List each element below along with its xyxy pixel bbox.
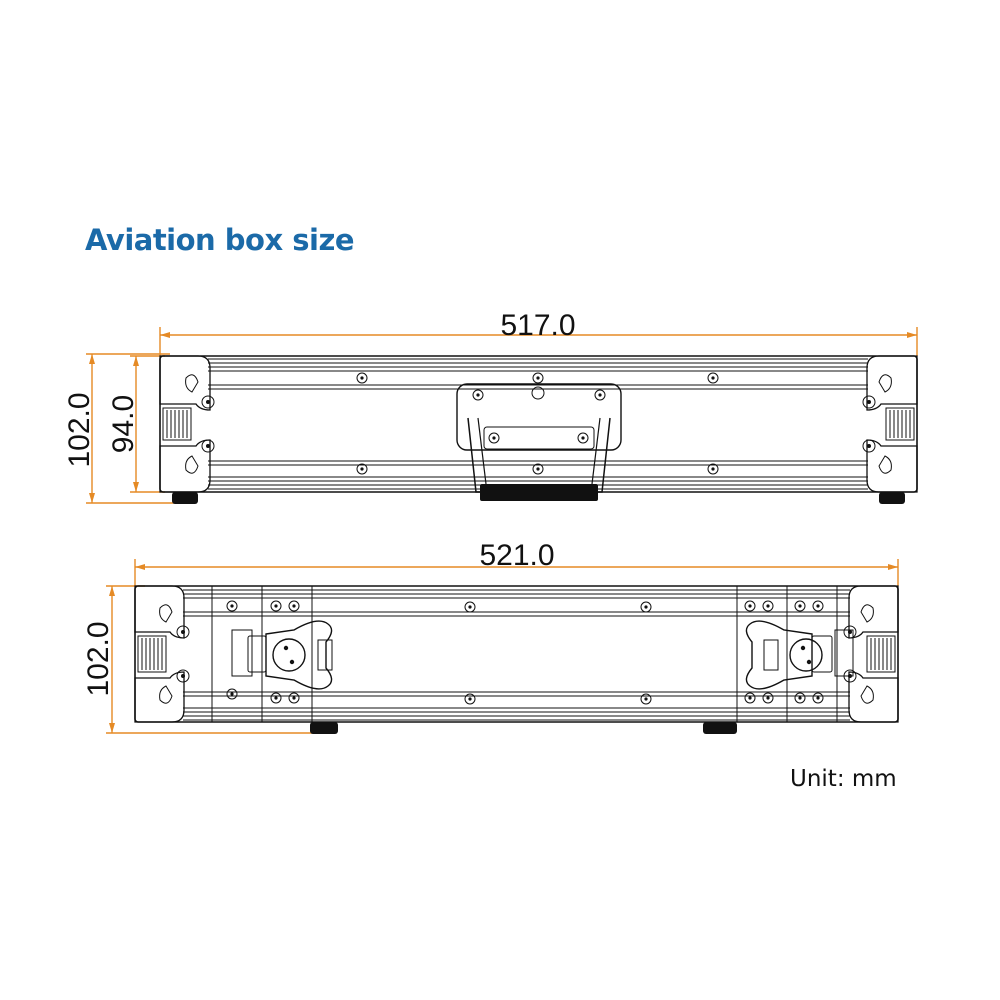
top-outer-height-label: 102.0 [63,392,96,467]
front-right-butterfly-latch [745,620,854,690]
front-height-label: 102.0 [82,621,115,696]
top-view: 517.0 102.0 94.0 [63,309,918,504]
front-width-label: 521.0 [479,539,554,572]
top-carry-handle [456,383,622,501]
top-width-dimension: 517.0 [159,309,918,356]
front-width-dimension: 521.0 [134,539,899,586]
top-right-corner-brackets [862,355,918,504]
top-inner-height-label: 94.0 [107,395,140,453]
diagram-title: Aviation box size [85,223,355,257]
top-box-body [159,355,918,493]
unit-label: Unit: mm [790,766,897,792]
front-left-butterfly-latch [231,620,333,690]
front-left-corner-brackets [134,585,190,723]
top-outer-height-dimension: 102.0 [63,353,180,504]
top-width-label: 517.0 [500,309,575,342]
front-box-body [134,585,899,734]
front-view: 521.0 102.0 [82,539,899,734]
top-inner-height-dimension: 94.0 [107,355,165,493]
front-height-dimension: 102.0 [82,585,325,734]
top-left-corner-brackets [159,355,215,504]
front-right-corner-brackets [843,585,899,723]
